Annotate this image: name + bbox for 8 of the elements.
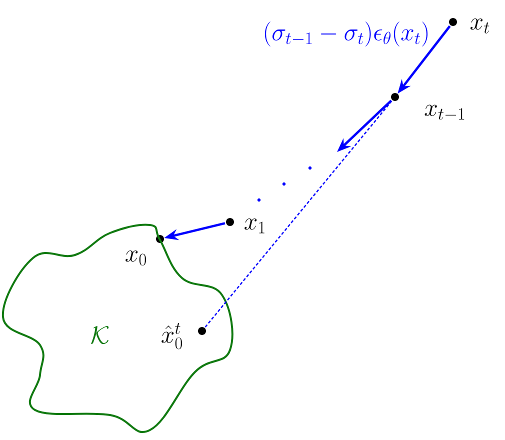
edge-label: $(\sigma_{t-1}-\sigma_t)\epsilon_\theta(x_t)$: [264, 22, 428, 46]
dashed-line: [204, 100, 392, 328]
point-label: $\hat{x}_0^t$: [162, 322, 182, 350]
point-label: $x_1$: [244, 218, 264, 234]
point-label: $x_0$: [126, 250, 146, 266]
point-label: $x_t$: [470, 18, 490, 34]
point-label: $x_{t-1}$: [424, 104, 464, 120]
region-label: $\mathcal{K}$: [91, 326, 109, 344]
